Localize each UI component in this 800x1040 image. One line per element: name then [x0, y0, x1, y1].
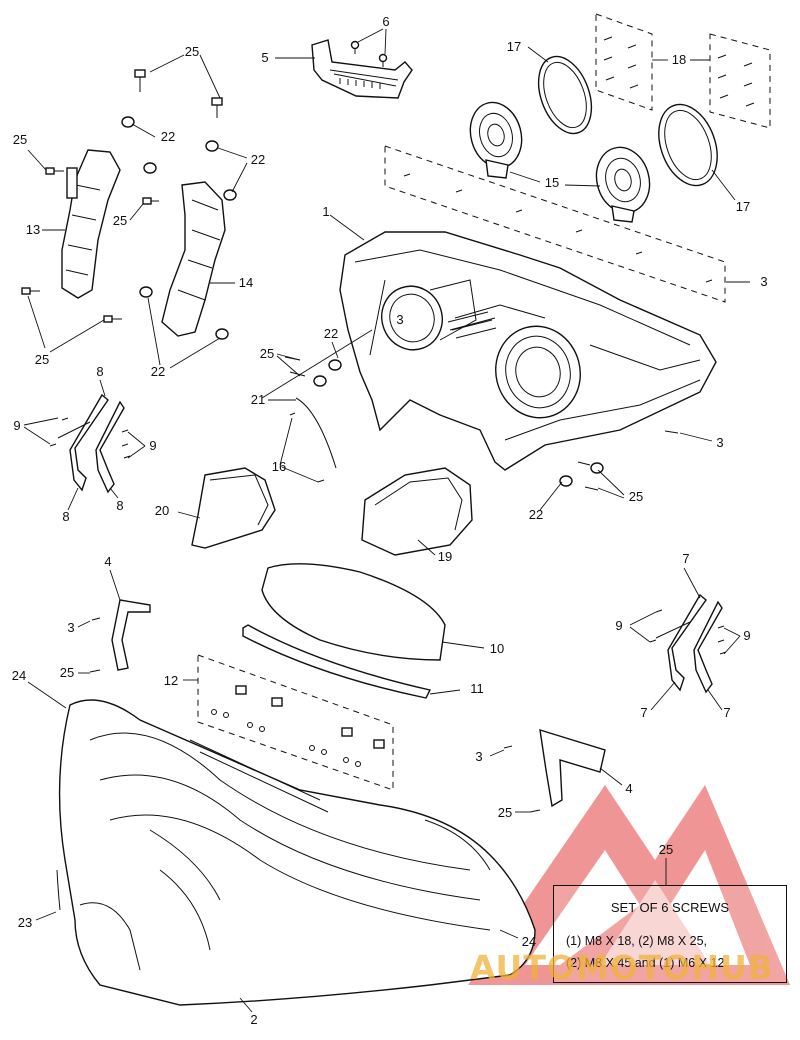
callout-3: 3	[396, 312, 404, 327]
screw-set-18-left	[595, 13, 653, 111]
callout-21: 21	[250, 392, 266, 407]
callout-6: 6	[382, 14, 390, 29]
callout-3: 3	[67, 620, 75, 635]
callout-10: 10	[489, 641, 505, 656]
callout-16: 16	[271, 459, 287, 474]
callout-9: 9	[13, 418, 21, 433]
bracket-5	[311, 39, 413, 99]
callout-24: 24	[521, 934, 537, 949]
hinge-7-right	[649, 593, 727, 694]
note-title: SET OF 6 SCREWS	[610, 900, 730, 915]
screws-and-spacers-top-left	[21, 69, 237, 340]
bracket-4-left	[89, 599, 151, 673]
bracket-14	[161, 181, 226, 337]
callout-2: 2	[250, 1012, 258, 1027]
callout-25: 25	[259, 346, 275, 361]
callout-14: 14	[238, 275, 254, 290]
speaker-15-upper	[469, 101, 523, 179]
callout-4: 4	[104, 554, 112, 569]
screw-set-note: SET OF 6 SCREWS (1) M8 X 18, (2) M8 X 25…	[553, 885, 787, 983]
callout-25: 25	[184, 44, 200, 59]
screw-row-3	[384, 145, 726, 303]
callout-20: 20	[154, 503, 170, 518]
callout-7: 7	[640, 705, 648, 720]
speaker-15-lower	[595, 146, 651, 223]
note-line-1: (1) M8 X 18, (2) M8 X 25,	[566, 934, 708, 948]
bracket-13	[61, 149, 121, 299]
speaker-pod-20	[191, 467, 276, 549]
callout-25: 25	[112, 213, 128, 228]
callout-5: 5	[261, 50, 269, 65]
callout-17: 17	[506, 39, 522, 54]
callout-25: 25	[12, 132, 28, 147]
leader-lines	[23, 28, 750, 1013]
callout-22: 22	[323, 326, 339, 341]
callout-18: 18	[671, 52, 687, 67]
callout-19: 19	[437, 549, 453, 564]
hinge-8-left	[49, 393, 131, 494]
trim-21	[289, 397, 337, 483]
callout-8: 8	[96, 364, 104, 379]
callout-25: 25	[59, 665, 75, 680]
callout-25: 25	[497, 805, 513, 820]
callout-9: 9	[743, 628, 751, 643]
callout-11: 11	[470, 681, 484, 696]
callout-25: 25	[658, 842, 674, 857]
callout-4: 4	[625, 781, 633, 796]
hardware-kit-12	[197, 654, 394, 791]
callout-7: 7	[723, 705, 731, 720]
windshield-10	[261, 563, 446, 661]
callout-22: 22	[250, 152, 266, 167]
inner-fairing-1	[339, 231, 717, 471]
note-line-2: (2) M8 X 45 and (1) M6 X 12	[566, 956, 725, 970]
callout-12: 12	[163, 673, 179, 688]
callout-24: 24	[11, 668, 27, 683]
callout-13: 13	[25, 222, 41, 237]
speaker-pod-19	[361, 467, 473, 556]
speaker-ring-17-upper	[537, 55, 593, 135]
callout-25: 25	[34, 352, 50, 367]
callout-1: 1	[322, 204, 330, 219]
screws-6	[350, 40, 388, 67]
callout-25: 25	[628, 489, 644, 504]
hardware-center	[284, 356, 679, 491]
callout-15: 15	[544, 175, 560, 190]
outer-fairing-2	[56, 699, 536, 1006]
callout-9: 9	[149, 438, 157, 453]
callout-22: 22	[150, 364, 166, 379]
callout-17: 17	[735, 199, 751, 214]
watermark-text: AUTOMOTOHUB	[470, 948, 774, 987]
callout-8: 8	[62, 509, 70, 524]
watermark-wordmark: AUTOMOTOHUB	[470, 948, 774, 987]
callout-8: 8	[116, 498, 124, 513]
speaker-ring-17-lower	[658, 103, 718, 187]
callout-9: 9	[615, 618, 623, 633]
screw-set-18-right	[709, 33, 771, 129]
callout-7: 7	[682, 551, 690, 566]
callout-22: 22	[160, 129, 176, 144]
windshield-trim-11	[242, 624, 432, 699]
callout-22: 22	[528, 507, 544, 522]
bracket-4-right	[503, 729, 606, 813]
callout-3: 3	[760, 274, 768, 289]
callout-23: 23	[17, 915, 33, 930]
callout-3: 3	[716, 435, 724, 450]
callout-3: 3	[475, 749, 483, 764]
